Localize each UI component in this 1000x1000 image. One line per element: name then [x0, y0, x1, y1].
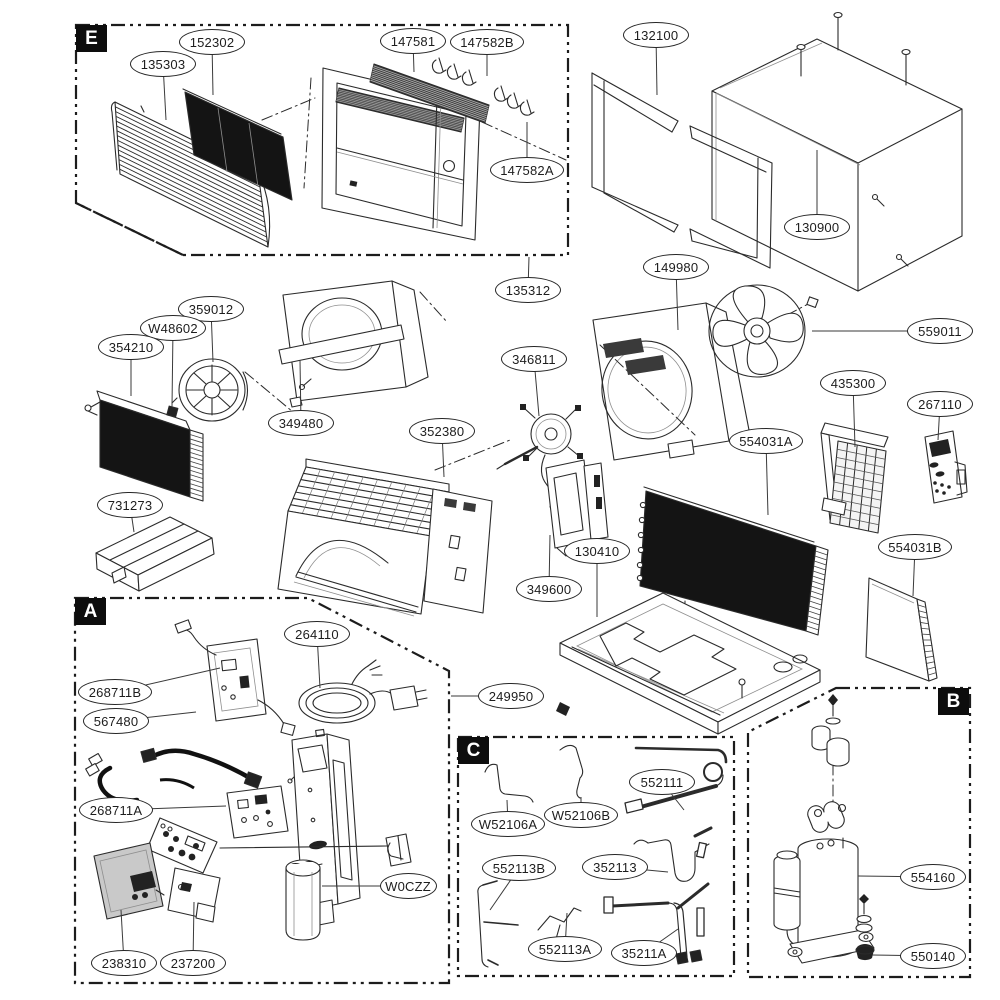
part-callout-268711B[interactable]: 268711B [77, 679, 153, 705]
part-callout-135303[interactable]: 135303 [130, 51, 196, 77]
part-callout-552113A[interactable]: 552113A [527, 936, 603, 962]
part-callout-349480[interactable]: 349480 [268, 410, 334, 436]
part-callout-147581[interactable]: 147581 [380, 28, 446, 54]
part-callout-149980[interactable]: 149980 [643, 254, 709, 280]
compressor-assembly-drawing [773, 694, 875, 964]
part-callout-352113[interactable]: 352113 [582, 854, 648, 880]
base-foam-drawing [95, 516, 215, 592]
capacitor-drawing [285, 859, 321, 941]
section-a-badge: A [75, 598, 106, 625]
air-filter-drawing [182, 88, 293, 201]
part-callout-559011[interactable]: 559011 [907, 318, 973, 344]
evaporator-coil-drawing [84, 390, 204, 502]
part-callout-238310[interactable]: 238310 [91, 950, 157, 976]
base-pan-drawing [556, 592, 821, 735]
part-callout-731273[interactable]: 731273 [97, 492, 163, 518]
part-callout-237200[interactable]: 237200 [160, 950, 226, 976]
section-c-badge: C [458, 737, 489, 764]
pipe-552113b [477, 880, 519, 968]
part-callout-346811[interactable]: 346811 [501, 346, 567, 372]
part-callout-147582B[interactable]: 147582B [449, 29, 525, 55]
part-callout-264110[interactable]: 264110 [284, 621, 350, 647]
fan-housing-drawing [278, 280, 429, 408]
part-callout-249950[interactable]: 249950 [478, 683, 544, 709]
part-callout-552111[interactable]: 552111 [629, 769, 695, 795]
display-panel-drawing [93, 842, 165, 920]
pipe-w52106a [484, 763, 534, 803]
fan-shroud-drawing [592, 302, 750, 461]
part-callout-147582A[interactable]: 147582A [489, 157, 565, 183]
cabinet-shell-drawing [711, 11, 963, 292]
control-housing-drawing [219, 728, 388, 927]
section-e-border [74, 23, 570, 257]
side-panel-drawing [865, 577, 938, 682]
part-callout-268711A[interactable]: 268711A [78, 797, 154, 823]
leader-line-W48602 [171, 327, 174, 408]
power-cord-drawing [298, 659, 428, 724]
section-b-badge: B [938, 688, 969, 715]
clip-drawing [166, 397, 179, 418]
part-callout-130410[interactable]: 130410 [564, 538, 630, 564]
part-callout-W0CZZ[interactable]: W0CZZ [379, 873, 437, 899]
part-callout-152302[interactable]: 152302 [179, 29, 245, 55]
part-callout-W52106A[interactable]: W52106A [470, 811, 546, 837]
part-callout-550140[interactable]: 550140 [900, 943, 966, 969]
part-callout-554031A[interactable]: 554031A [728, 428, 804, 454]
front-frame-drawing [321, 67, 481, 241]
fan-motor-drawing [496, 404, 583, 508]
section-c-border [456, 735, 736, 978]
part-callout-349600[interactable]: 349600 [516, 576, 582, 602]
part-callout-35211A[interactable]: 35211A [611, 940, 677, 966]
section-a-border [73, 596, 451, 985]
part-callout-267110[interactable]: 267110 [907, 391, 973, 417]
part-callout-552113B[interactable]: 552113B [481, 855, 557, 881]
pipe-352113 [633, 826, 713, 882]
part-callout-352380[interactable]: 352380 [409, 418, 475, 444]
part-callout-354210[interactable]: 354210 [98, 334, 164, 360]
louver-vane-drawing [369, 63, 490, 124]
cord-clamp-drawing [385, 833, 412, 867]
part-callout-130900[interactable]: 130900 [784, 214, 850, 240]
part-callout-W52106B[interactable]: W52106B [543, 802, 619, 828]
part-callout-567480[interactable]: 567480 [83, 708, 149, 734]
propeller-fan-drawing [708, 284, 819, 378]
part-callout-554031B[interactable]: 554031B [877, 534, 953, 560]
part-callout-135312[interactable]: 135312 [495, 277, 561, 303]
pipe-35211a [603, 882, 710, 965]
part-callout-435300[interactable]: 435300 [820, 370, 886, 396]
pipe-w52106b [559, 744, 584, 799]
blower-wheel-drawing [178, 358, 249, 422]
section-e-badge: E [76, 25, 107, 52]
section-b-border [746, 686, 972, 979]
part-callout-132100[interactable]: 132100 [623, 22, 689, 48]
part-callout-554160[interactable]: 554160 [900, 864, 966, 890]
control-box-drawing [174, 619, 296, 736]
vane-clips-drawing [431, 57, 535, 116]
control-bracket-drawing [545, 459, 609, 557]
pipe-552111 [624, 746, 728, 814]
air-guide-drawing [277, 458, 493, 617]
remote-control-drawing [924, 430, 968, 504]
control-panel-drawing [146, 817, 221, 923]
condenser-coil-drawing [636, 486, 829, 636]
